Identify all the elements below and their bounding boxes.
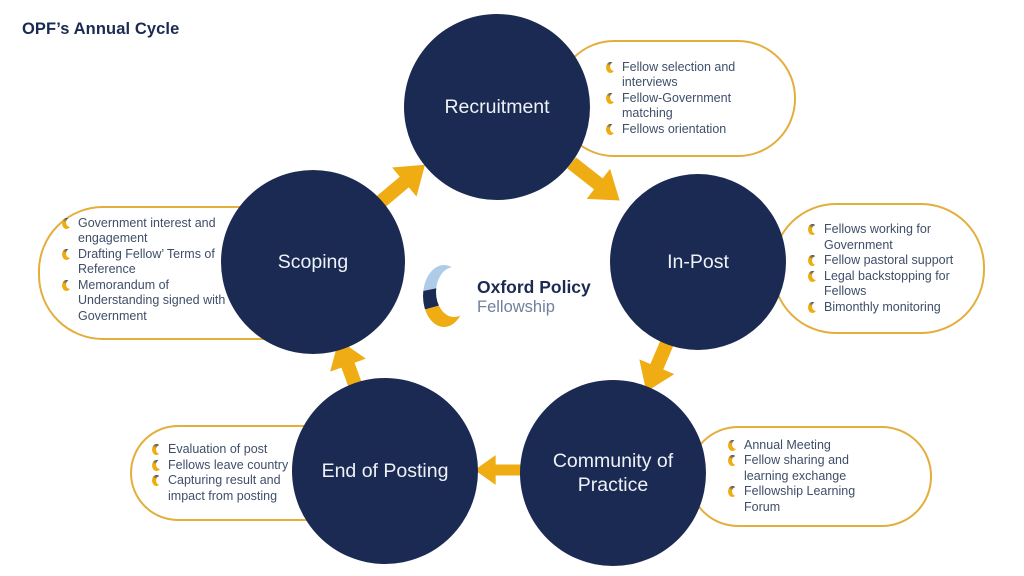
end-of-posting-item-list: Evaluation of post Fellows leave country… xyxy=(152,442,294,504)
in-post-item-list: Fellows working for Government Fellow pa… xyxy=(808,222,963,315)
stage-label: End of Posting xyxy=(321,459,449,482)
logo-line1: Oxford Policy xyxy=(477,277,591,298)
stage-label: Recruitment xyxy=(444,95,550,118)
in-post-callout: Fellows working for Government Fellow pa… xyxy=(772,203,985,334)
list-item: Capturing result and impact from posting xyxy=(152,473,294,504)
stage-label: In-Post xyxy=(667,250,729,273)
list-item-text: Fellows leave country xyxy=(168,457,289,472)
opf-logo: Oxford Policy Fellowship xyxy=(423,264,591,328)
logo-line2: Fellowship xyxy=(477,297,555,316)
crescent-bullet-icon xyxy=(62,217,74,229)
crescent-bullet-icon xyxy=(728,455,740,467)
list-item-text: Memorandum of Understanding signed with … xyxy=(78,277,226,323)
scoping-item-list: Government interest and engagement Draft… xyxy=(62,216,229,325)
stage-circle-community-of-practice: Community of Practice xyxy=(520,380,706,566)
list-item: Fellow selection and interviews xyxy=(606,60,770,91)
stage-circle-in-post: In-Post xyxy=(610,174,786,350)
crescent-bullet-icon xyxy=(152,459,164,471)
flow-arrow-inpost-to-community-icon xyxy=(639,332,677,392)
list-item-text: Annual Meeting xyxy=(744,437,831,452)
list-item-text: Evaluation of post xyxy=(168,442,268,456)
list-item-text: Fellows working for Government xyxy=(824,222,931,252)
list-item: Legal backstopping for Fellows xyxy=(808,269,963,300)
stage-circle-end-of-posting: End of Posting xyxy=(292,378,478,564)
list-item-text: Government interest and engagement xyxy=(78,215,216,246)
list-item: Fellows working for Government xyxy=(808,222,963,253)
list-item: Fellows leave country xyxy=(152,458,294,474)
list-item-text: Fellow selection and interviews xyxy=(622,59,736,90)
list-item-text: Legal backstopping for Fellows xyxy=(824,268,950,299)
crescent-bullet-icon xyxy=(62,248,74,260)
community-of-practice-callout: Annual Meeting Fellow sharing and learni… xyxy=(688,426,932,527)
crescent-bullet-icon xyxy=(728,439,740,451)
list-item-text: Capturing result and impact from posting xyxy=(168,473,281,503)
page-title: OPF’s Annual Cycle xyxy=(22,20,180,38)
list-item-text: Fellowship Learning Forum xyxy=(744,484,856,514)
crescent-bullet-icon xyxy=(808,301,820,313)
crescent-bullet-icon xyxy=(808,270,820,282)
recruitment-item-list: Fellow selection and interviews Fellow-G… xyxy=(606,60,770,138)
list-item-text: Fellows orientation xyxy=(622,121,727,136)
stage-label: Scoping xyxy=(277,250,349,273)
crescent-logo-icon xyxy=(423,264,467,328)
list-item: Memorandum of Understanding signed with … xyxy=(62,278,229,325)
flow-arrow-scoping-to-recruitment-icon xyxy=(373,164,425,210)
list-item: Annual Meeting xyxy=(728,438,870,454)
list-item: Fellow pastoral support xyxy=(808,253,963,269)
list-item: Government interest and engagement xyxy=(62,216,229,247)
list-item-text: Fellow sharing and learning exchange xyxy=(744,453,849,483)
crescent-bullet-icon xyxy=(606,61,618,73)
community-of-practice-item-list: Annual Meeting Fellow sharing and learni… xyxy=(728,438,870,516)
list-item: Fellows orientation xyxy=(606,122,770,138)
stage-circle-recruitment: Recruitment xyxy=(404,14,590,200)
crescent-bullet-icon xyxy=(728,486,740,498)
crescent-bullet-icon xyxy=(152,444,164,455)
list-item-text: Bimonthly monitoring xyxy=(824,299,941,314)
crescent-bullet-icon xyxy=(152,475,164,486)
list-item: Evaluation of post xyxy=(152,442,294,458)
list-item-text: Drafting Fellow’ Terms of Reference xyxy=(78,246,215,277)
list-item: Fellow sharing and learning exchange xyxy=(728,453,870,484)
list-item-text: Fellow-Government matching xyxy=(622,90,732,121)
list-item: Fellow-Government matching xyxy=(606,91,770,122)
recruitment-callout: Fellow selection and interviews Fellow-G… xyxy=(556,40,796,157)
crescent-bullet-icon xyxy=(606,92,618,104)
crescent-bullet-icon xyxy=(808,224,820,235)
logo-wordmark: Oxford Policy Fellowship xyxy=(477,277,591,316)
list-item: Fellowship Learning Forum xyxy=(728,484,870,515)
stage-label: Community of Practice xyxy=(552,449,674,496)
list-item: Drafting Fellow’ Terms of Reference xyxy=(62,247,229,278)
stage-circle-scoping: Scoping xyxy=(221,170,405,354)
crescent-bullet-icon xyxy=(606,123,618,135)
list-item: Bimonthly monitoring xyxy=(808,300,963,316)
crescent-bullet-icon xyxy=(62,279,74,291)
list-item-text: Fellow pastoral support xyxy=(824,253,954,267)
flow-arrow-community-to-endofposting-icon xyxy=(474,455,523,485)
crescent-bullet-icon xyxy=(808,255,820,266)
flow-arrow-recruitment-to-inpost-icon xyxy=(567,157,620,201)
